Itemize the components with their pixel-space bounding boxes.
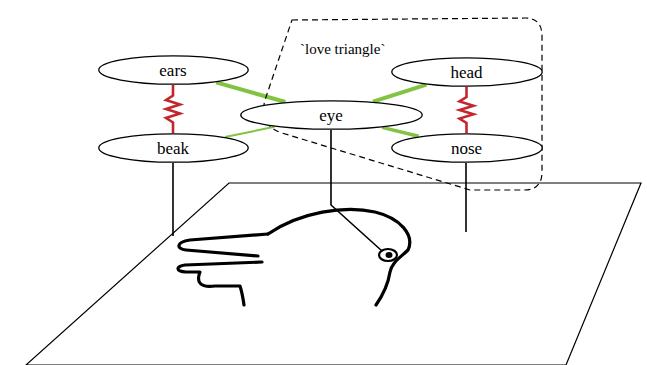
inhibitory-link [460,87,474,133]
ellipse-shape [240,101,421,129]
ellipse-shape [98,134,247,162]
inhibitory-link [166,85,180,133]
node-label: ears [98,55,249,85]
excitatory-link [216,82,285,102]
ellipse-node: nose [391,133,543,163]
ellipse-node: beak [98,133,249,163]
ellipse-node: ears [98,55,249,85]
group-label: `love triangle` [300,40,385,58]
node-label: nose [391,133,543,163]
ellipse-node: head [391,57,543,87]
ellipse-node: eye [240,100,423,130]
head-outline [268,209,410,305]
dashed-group: `love triangle`eyeheadnose [258,12,548,197]
ellipse-shape [98,56,247,84]
node-label: beak [98,133,249,163]
node-label: head [391,57,543,87]
excitatory-link [382,127,419,136]
leader-line [331,130,382,251]
upper-beak [179,234,268,256]
duck-drawing [178,209,410,305]
ellipse-shape [391,134,541,162]
leader-line [172,163,174,236]
picture-plane [26,183,641,365]
excitatory-link [225,127,275,137]
leader-line [465,163,467,232]
pupil [386,252,393,258]
lower-beak [178,262,262,305]
ellipse-shape [391,58,541,86]
excitatory-link [373,85,426,102]
node-label: eye [240,100,423,130]
